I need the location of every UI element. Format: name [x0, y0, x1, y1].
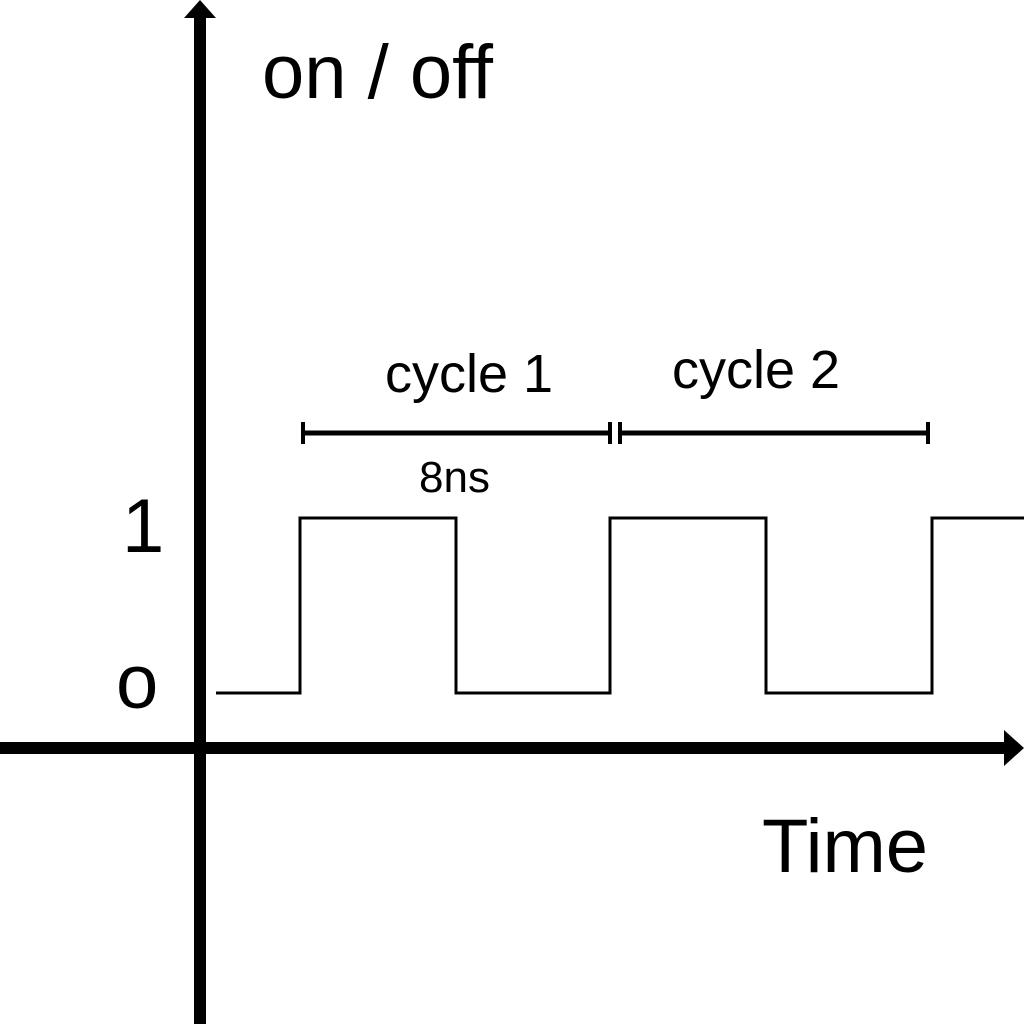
- x-axis-arrowhead: [1004, 730, 1024, 766]
- y-axis-label: on / off: [262, 30, 494, 115]
- cycle-2-label: cycle 2: [672, 340, 840, 400]
- level-high-label: 1: [122, 484, 164, 569]
- square-wave-signal: [216, 516, 1024, 695]
- period-label: 8ns: [419, 453, 490, 502]
- level-low-label: o: [116, 640, 158, 725]
- y-axis-arrowhead: [184, 0, 216, 18]
- x-axis-label: Time: [762, 804, 928, 889]
- cycle-2-bracket: [618, 422, 930, 444]
- cycle-1-label: cycle 1: [385, 344, 553, 404]
- cycle-1-bracket: [301, 422, 612, 444]
